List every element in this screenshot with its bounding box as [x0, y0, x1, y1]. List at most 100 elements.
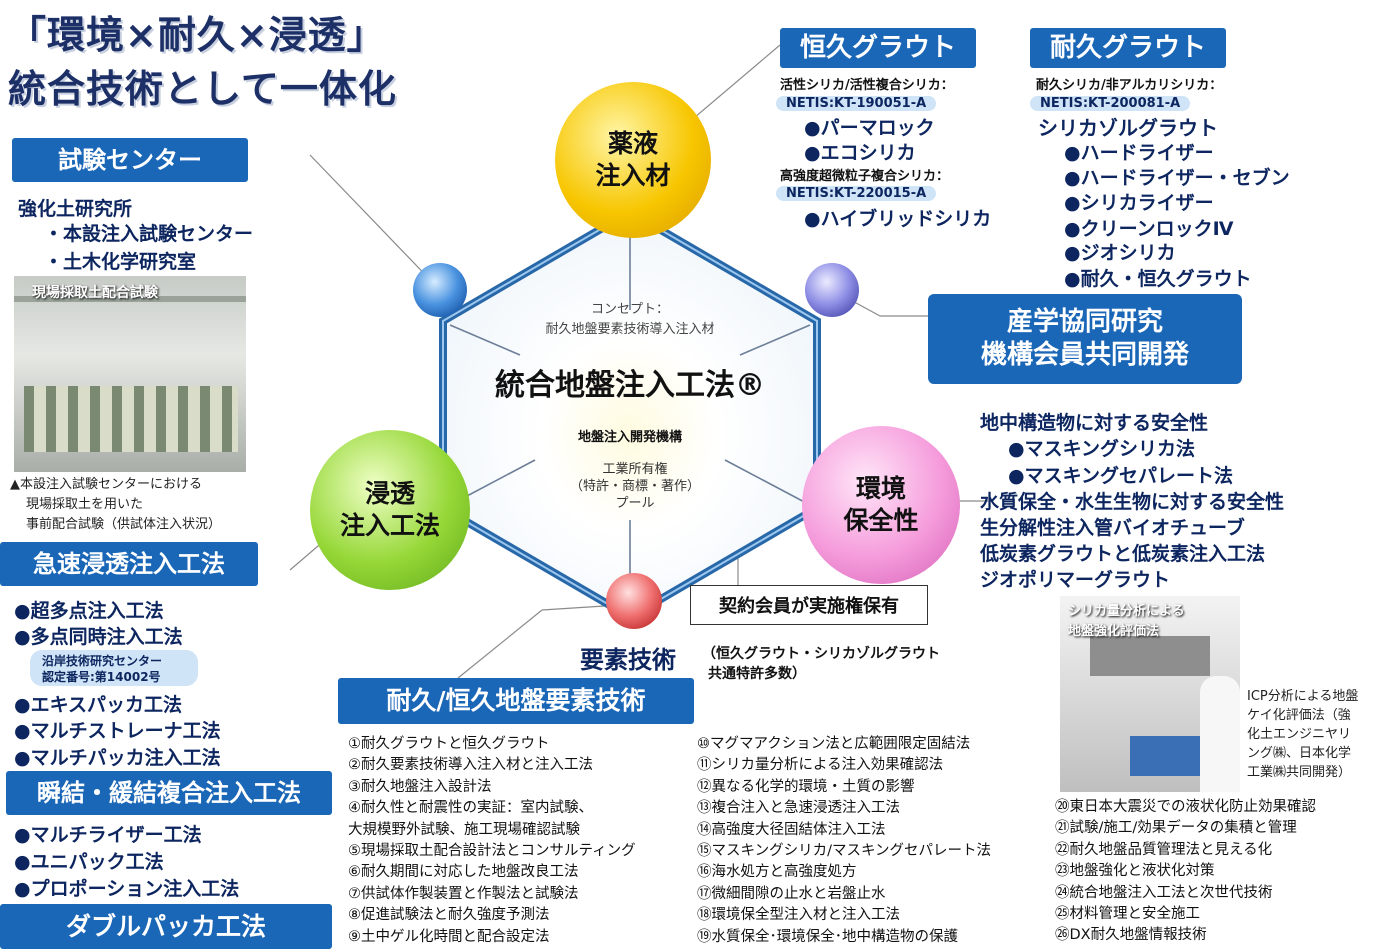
node-environment: 環境 保全性 [802, 426, 960, 584]
shelf-shape [14, 296, 246, 302]
photo2-overlay2: 地盤強化評価法 [1068, 624, 1160, 639]
certification-badge: 沿岸技術研究センター 認定番号:第14002号 [30, 650, 198, 686]
lab-person-shape [1200, 676, 1240, 792]
lab-photo-test-center: 現場採取土配合試験 [14, 276, 246, 472]
title-line1: 「環境×耐久×浸透」 [8, 13, 386, 57]
cert-line1: 沿岸技術研究センター [42, 654, 163, 668]
permanent-grout-sub2: 高強度超微粒子複合シリカ： [780, 169, 950, 184]
test-line1: 強化土研究所 [18, 198, 133, 220]
node-right-line1: 環境 [855, 473, 906, 503]
durable-item-5: ⑤現場採取土配合設計法とコンサルティング [348, 843, 636, 860]
node-left-line2: 注入工法 [339, 511, 440, 540]
lab-monitor-shape [1130, 736, 1200, 776]
industry-academia-line1: 産学協同研究 [1006, 307, 1163, 337]
durable-item-17: ⑰微細間隙の止水と岩盤止水 [697, 885, 886, 902]
contract-box: 契約会員が実施権保有 [690, 585, 928, 625]
netis-badge-1: NETIS:KT-190051-A [776, 96, 937, 111]
product-hybrid-silica: ●ハイブリッドシリカ [804, 208, 992, 230]
rapid-permeation-header: 急速浸透注入工法 [0, 542, 258, 586]
node-left-line1: 浸透 [364, 478, 415, 508]
durable-item-14: ⑭高強度大径固結体注入工法 [697, 821, 886, 838]
safety-line3: ●マスキングセパレート法 [1008, 465, 1234, 487]
durable-col3: ⑳東日本大震災での液状化防止効果確認 ㉑試験/施工/効果データの集積と管理 ㉒耐… [1055, 797, 1316, 947]
durable-item-13: ⑬複合注入と急速浸透注入工法 [697, 800, 900, 817]
permanent-grout-sub1: 活性シリカ/活性複合シリカ： [780, 78, 954, 93]
organization-name: 地盤注入開発機構 [577, 430, 682, 445]
method-name: 統合地盤注入工法® [495, 368, 765, 403]
safety-line7: ジオポリマーグラウト [980, 569, 1171, 591]
product-geosilica: ●ジオシリカ [1064, 242, 1176, 264]
product-hardriser: ●ハードライザー [1064, 142, 1214, 164]
element-tech-note1: （恒久グラウト・シリカゾルグラウト [702, 646, 940, 662]
product-cleanrock: ●クリーンロックⅣ [1064, 218, 1234, 240]
ip-line3: プール [615, 496, 655, 511]
node-permeation-method: 浸透 注入工法 [310, 430, 470, 590]
durable-item-3: ③耐久地盤注入設計法 [348, 778, 492, 795]
netis-badge-3: NETIS:KT-200081-A [1030, 96, 1191, 111]
test-line2: ・本設注入試験センター [44, 223, 254, 245]
netis-badge-2: NETIS:KT-220015-A [776, 186, 937, 201]
silica-sol-grout: シリカゾルグラウト [1038, 116, 1218, 140]
durable-item-22: ㉒耐久地盤品質管理法と見える化 [1055, 841, 1273, 858]
element-tech-label: 要素技術 [580, 646, 676, 674]
test-caption2: 現場採取土を用いた [26, 497, 144, 512]
rapid-item2: ●多点同時注入工法 [14, 626, 183, 648]
durable-item-21: ㉑試験/施工/効果データの集積と管理 [1055, 820, 1297, 837]
rapid-item1: ●超多点注入工法 [14, 600, 164, 622]
industry-academia-box: 産学協同研究 機構会員共同開発 [928, 294, 1242, 384]
durable-item-15: ⑮マスキングシリカ/マスキングセパレート法 [697, 843, 992, 860]
title-line2: 統合技術として一体化 [8, 67, 397, 111]
contract-text: 契約会員が実施権保有 [719, 596, 899, 617]
cert-line2: 認定番号:第14002号 [42, 670, 161, 684]
lab-equipment-shape [1090, 636, 1210, 676]
concept-line2: 耐久地盤要素技術導入注入材 [545, 322, 715, 337]
icp-line1: ICP分析による地盤 [1247, 689, 1359, 704]
durable-item-25: ㉕材料管理と安全施工 [1055, 906, 1200, 923]
node-right-line2: 保全性 [843, 506, 919, 535]
durable-item-12: ⑫異なる化学的環境・土質の影響 [697, 778, 915, 795]
icp-line4: ング㈱、日本化学 [1247, 746, 1352, 761]
durable-item-1: ①耐久グラウトと恒久グラウト [348, 736, 550, 752]
icp-line3: 化土エンジニヤリ [1247, 727, 1352, 742]
lab-photo-icp: シリカ量分析による 地盤強化評価法 [1060, 596, 1240, 792]
element-tech-note2: 共通特許多数） [708, 666, 806, 682]
test-caption3: 事前配合試験（供試体注入状況） [26, 517, 222, 532]
durable-item-26: ㉖DX耐久地盤情報技術 [1055, 927, 1207, 944]
durable-item-24: ㉔統合地盤注入工法と次世代技術 [1055, 884, 1273, 901]
rapid-item4: ●マルチストレーナ工法 [14, 720, 221, 742]
durable-item-10: ⑩マグマアクション法と広範囲限定固結法 [697, 736, 971, 752]
photo1-overlay: 現場採取土配合試験 [32, 285, 158, 301]
product-silicariser: ●シリカライザー [1064, 192, 1214, 214]
durable-item-2: ②耐久要素技術導入注入材と注入工法 [348, 757, 593, 774]
durable-grout-sub: 耐久シリカ/非アルカリシリカ： [1036, 78, 1223, 93]
safety-line6: 低炭素グラウトと低炭素注入工法 [980, 543, 1266, 565]
node-chemical-grout: 薬液 注入材 [555, 82, 711, 238]
composite-item3: ●プロポーション注入工法 [14, 878, 240, 900]
durable-item-19: ⑲水質保全･環境保全･地中構造物の保護 [697, 928, 958, 945]
durable-grout-header: 耐久グラウト [1030, 28, 1226, 68]
photo2-overlay1: シリカ量分析による [1068, 604, 1185, 619]
rapid-item5: ●マルチパッカ注入工法 [14, 747, 221, 769]
rapid-item3: ●エキスパッカ工法 [14, 694, 183, 716]
concept-line1: コンセプト： [590, 302, 669, 317]
composite-item2: ●ユニパック工法 [14, 851, 164, 873]
double-packer-header: ダブルパッカ工法 [0, 904, 332, 949]
durable-col1: ①耐久グラウトと恒久グラウト ②耐久要素技術導入注入材と注入工法 ③耐久地盤注入… [348, 734, 636, 948]
specimen-columns-shape [24, 386, 238, 452]
durable-item-11: ⑪シリカ量分析による注入効果確認法 [697, 757, 944, 774]
product-ecosilica: ●エコシリカ [804, 142, 916, 164]
node-top-line2: 注入材 [595, 161, 671, 190]
safety-line5: 生分解性注入管バイオチューブ [980, 517, 1245, 539]
durable-item-4b: 大規模野外試験、施工現場確認試験 [348, 821, 580, 838]
product-durable-permanent: ●耐久・恒久グラウト [1064, 268, 1252, 290]
durable-item-4: ④耐久性と耐震性の実証：室内試験、 [348, 800, 593, 817]
ip-line2: （特許・商標・著作） [569, 479, 700, 494]
product-permarock: ●パーマロック [804, 117, 935, 139]
node-top-line1: 薬液 [607, 128, 658, 158]
test-center-header: 試験センター [12, 138, 248, 182]
durable-item-7: ⑦供試体作製装置と作製法と試験法 [348, 885, 579, 902]
durable-item-18: ⑱環境保全型注入材と注入工法 [697, 907, 900, 924]
safety-line4: 水質保全・水生生物に対する安全性 [980, 491, 1285, 513]
violet-node-ball [805, 263, 859, 317]
